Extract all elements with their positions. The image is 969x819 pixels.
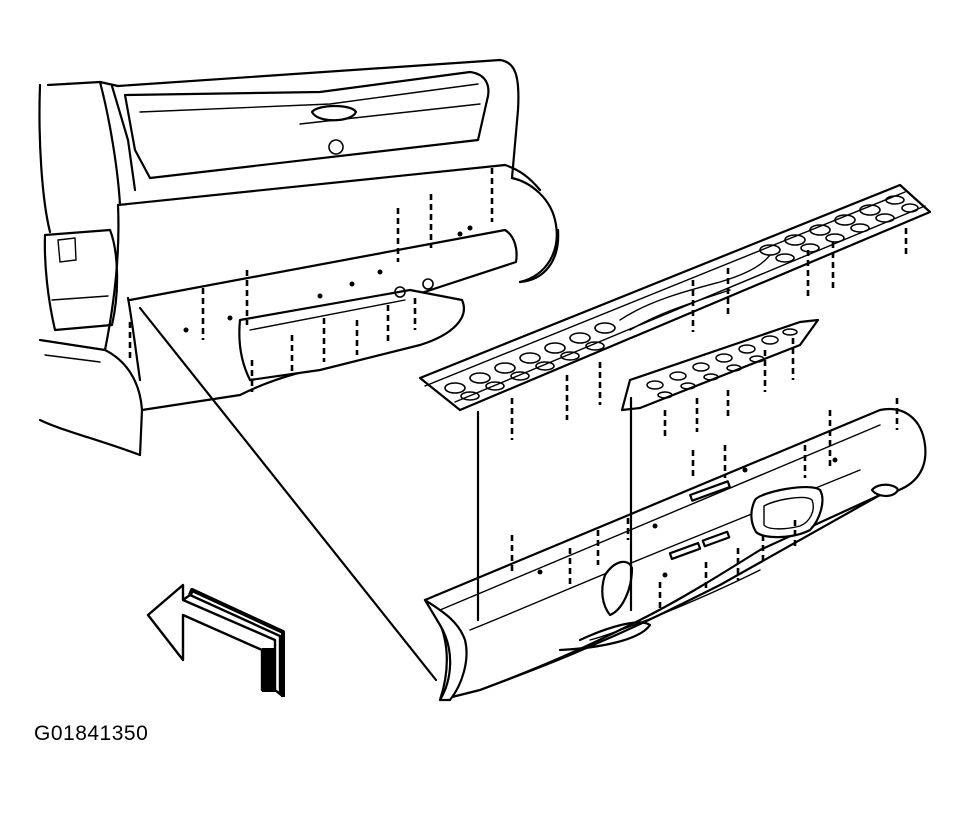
rear-bumper-fascia xyxy=(423,407,927,702)
view-direction-arrow-icon xyxy=(146,583,285,697)
bumper-center-step-pad xyxy=(620,318,820,412)
bumper-step-pad xyxy=(418,183,932,412)
vehicle-rear-body xyxy=(38,58,560,457)
bumper-mounting-bolts xyxy=(510,228,908,610)
alignment-guide-lines xyxy=(138,306,633,682)
figure-id-label: G01841350 xyxy=(34,722,149,745)
body-mounting-bolts xyxy=(128,168,494,392)
